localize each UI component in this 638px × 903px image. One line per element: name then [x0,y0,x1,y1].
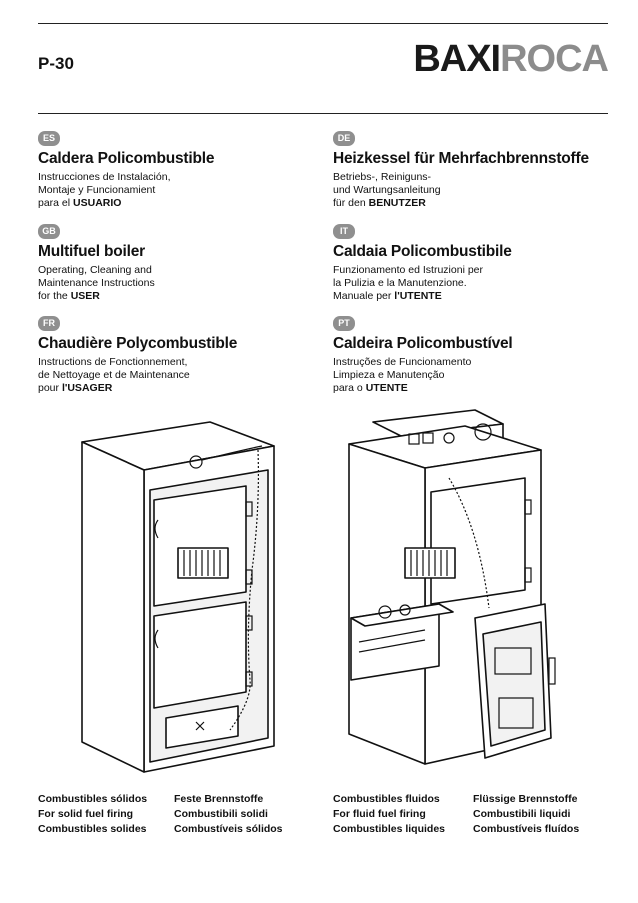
language-title: Caldaia Policombustibile [333,243,512,260]
desc-line: Funzionamento ed Istruzioni per [333,264,483,276]
desc-audience: l'USAGER [61,382,113,394]
desc-prefix: para el [38,197,74,209]
top-rule [38,23,608,24]
lang-block-es: ES Caldera Policombustible Instrucciones… [38,128,318,210]
brand-logo: BAXIROCA [413,38,609,80]
language-title: Chaudière Polycombustible [38,335,238,352]
language-title: Caldera Policombustible [38,150,215,167]
lang-block-it: IT Caldaia Policombustibile Funzionament… [333,221,613,303]
solid-fuel-boiler-illustration [81,421,275,773]
language-badge: DE [333,131,355,146]
fuel-label: For fluid fuel firing [333,808,426,820]
desc-line: la Pulizia e la Manutenzione. [333,277,467,289]
desc-line: de Nettoyage et de Maintenance [38,369,190,381]
desc-line: Instruções de Funcionamento [333,356,472,368]
solid-fuel-labels-col1: Combustibles sólidos For solid fuel firi… [38,792,147,837]
fluid-fuel-boiler-illustration [348,409,556,765]
desc-line: pour l'USAGER [38,382,318,395]
fuel-label: Combustibles solides [38,823,147,835]
solid-fuel-labels-col2: Feste Brennstoffe Combustibili solidi Co… [174,792,283,837]
language-badge: PT [333,316,355,331]
fuel-label: Combustibles liquides [333,823,446,835]
fuel-label: Combustibili solidi [174,808,268,820]
desc-line: Betriebs-, Reiniguns- [333,171,432,183]
desc-line: para o UTENTE [333,382,613,395]
fuel-label: Combustibles fluidos [333,793,440,805]
desc-line: Operating, Cleaning and [38,264,152,276]
language-badge: ES [38,131,60,146]
desc-audience: BENUTZER [368,197,426,209]
language-description: Instrucciones de Instalación, Montaje y … [38,171,318,210]
desc-prefix: para o [333,382,366,394]
brand-logo-part1: BAXI [413,38,501,80]
desc-prefix: Manuale per [333,290,395,302]
language-badge: FR [38,316,60,331]
desc-audience: UTENTE [365,382,408,394]
language-badge: GB [38,224,60,239]
desc-line: Instrucciones de Instalación, [38,171,171,183]
lang-block-fr: FR Chaudière Polycombustible Instruction… [38,313,318,395]
language-description: Betriebs-, Reiniguns- und Wartungsanleit… [333,171,613,210]
desc-line: Instructions de Fonctionnement, [38,356,188,368]
desc-audience: l'UTENTE [394,290,442,302]
fuel-label: Feste Brennstoffe [174,793,264,805]
brand-logo-part2: ROCA [500,38,609,80]
desc-prefix: für den [333,197,369,209]
desc-line: Manuale per l'UTENTE [333,290,613,303]
fuel-label: Combustibili liquidi [473,808,571,820]
fuel-label: Flüssige Brennstoffe [473,793,578,805]
lang-block-gb: GB Multifuel boiler Operating, Cleaning … [38,221,318,303]
language-title: Multifuel boiler [38,243,146,260]
desc-audience: USUARIO [73,197,122,209]
desc-line: for the USER [38,290,318,303]
desc-line: Limpieza e Manutenção [333,369,445,381]
desc-line: und Wartungsanleitung [333,184,441,196]
language-description: Operating, Cleaning and Maintenance Inst… [38,264,318,303]
lang-block-pt: PT Caldeira Policombustível Instruções d… [333,313,613,395]
desc-audience: USER [70,290,100,302]
desc-prefix: for the [38,290,71,302]
language-description: Funzionamento ed Istruzioni per la Puliz… [333,264,613,303]
language-title: Heizkessel für Mehrfachbrennstoffe [333,150,589,167]
desc-prefix: pour [38,382,62,394]
fuel-label: Combustibles sólidos [38,793,148,805]
desc-line: para el USUARIO [38,197,318,210]
desc-line: Maintenance Instructions [38,277,155,289]
fluid-fuel-labels-col1: Combustibles fluidos For fluid fuel firi… [333,792,445,837]
header-rule [38,113,608,114]
fuel-label: Combustíveis fluídos [473,823,580,835]
desc-line: Montaje y Funcionamient [38,184,156,196]
lang-block-de: DE Heizkessel für Mehrfachbrennstoffe Be… [333,128,613,210]
fluid-fuel-labels-col2: Flüssige Brennstoffe Combustibili liquid… [473,792,579,837]
language-description: Instruções de Funcionamento Limpieza e M… [333,356,613,395]
language-description: Instructions de Fonctionnement, de Netto… [38,356,318,395]
fuel-label: For solid fuel firing [38,808,134,820]
fuel-label: Combustíveis sólidos [174,823,283,835]
model-number: P-30 [38,54,74,73]
language-title: Caldeira Policombustível [333,335,513,352]
language-badge: IT [333,224,355,239]
desc-line: für den BENUTZER [333,197,613,210]
